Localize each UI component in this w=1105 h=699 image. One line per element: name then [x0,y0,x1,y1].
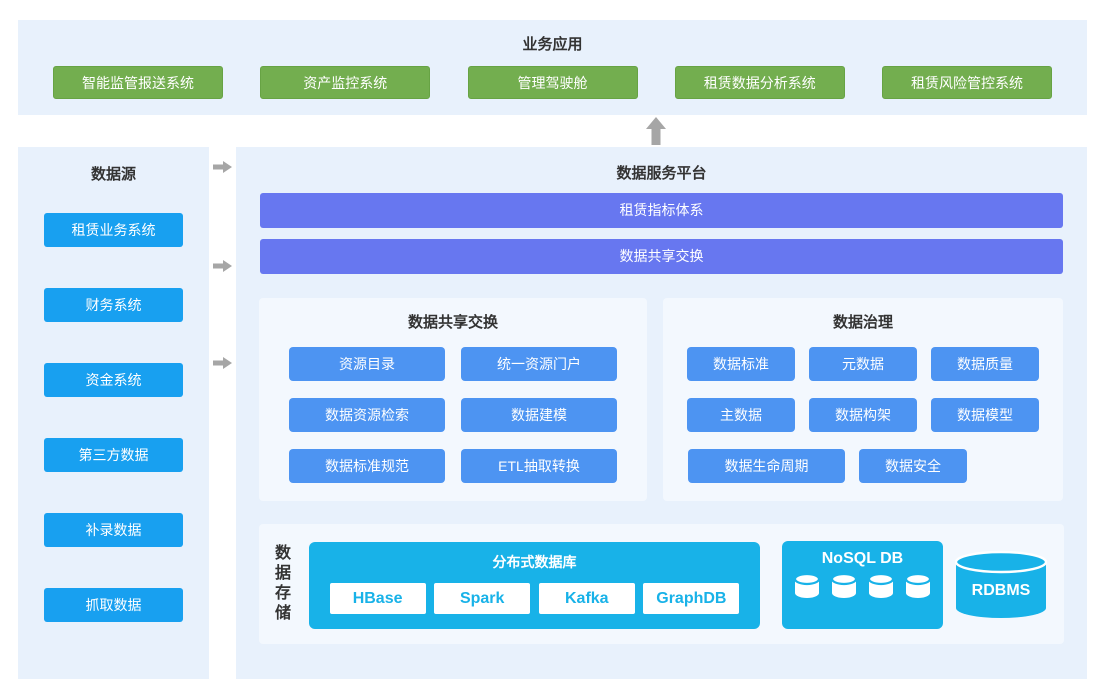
rdbms-label: RDBMS [972,582,1031,599]
governance-button-lifecycle: 数据生命周期 [688,449,845,483]
right-arrow-icon [213,161,232,173]
datasource-button-finance: 财务系统 [44,288,183,322]
sharing-button-data-modeling: 数据建模 [461,398,617,432]
governance-button-data-architecture: 数据构架 [809,398,917,432]
data-sources-title: 数据源 [90,166,136,183]
datasource-button-crawled: 抓取数据 [44,588,183,622]
nosql-db-box: NoSQL DB [782,541,943,629]
governance-panel: 数据治理 数据标准 元数据 数据质量 主数据 数据构架 数据模型 数据生命周期 … [663,298,1063,501]
governance-button-metadata: 元数据 [809,347,917,381]
governance-button-data-standard: 数据标准 [687,347,795,381]
db-item-spark: Spark [434,583,531,614]
app-button-regulatory-reporting: 智能监管报送系统 [53,66,223,99]
datasource-button-supplementary: 补录数据 [44,513,183,547]
indicator-system-bar: 租赁指标体系 [260,193,1063,228]
datasource-button-third-party: 第三方数据 [44,438,183,472]
datasource-button-leasing-business: 租赁业务系统 [44,213,183,247]
db-item-graphdb: GraphDB [643,583,740,614]
governance-button-data-model: 数据模型 [931,398,1039,432]
data-sources-list: 租赁业务系统 财务系统 资金系统 第三方数据 补录数据 抓取数据 [18,213,209,622]
business-apps-panel: 业务应用 智能监管报送系统 资产监控系统 管理驾驶舱 租赁数据分析系统 租赁风险… [18,20,1087,115]
datasource-button-treasury: 资金系统 [44,363,183,397]
rdbms-cylinder: RDBMS [955,550,1047,618]
database-cylinder-icon [793,572,821,598]
up-arrow-icon [646,117,666,145]
app-button-risk-control: 租赁风险管控系统 [882,66,1052,99]
governance-button-data-quality: 数据质量 [931,347,1039,381]
sharing-exchange-panel: 数据共享交换 资源目录 统一资源门户 数据资源检索 数据建模 数据标准规范 ET… [259,298,647,501]
storage-label: 数据存储 [275,545,292,622]
app-button-management-cockpit: 管理驾驶舱 [467,66,638,99]
governance-title: 数据治理 [832,314,893,331]
data-sources-panel: 数据源 租赁业务系统 财务系统 资金系统 第三方数据 补录数据 抓取数据 [18,147,209,679]
sharing-button-etl: ETL抽取转换 [461,449,617,483]
middle-panels-row: 数据共享交换 资源目录 统一资源门户 数据资源检索 数据建模 数据标准规范 ET… [259,298,1064,501]
right-arrow-icon [213,357,232,369]
db-item-kafka: Kafka [538,583,635,614]
database-cylinder-icon [904,572,932,598]
sharing-button-resource-catalog: 资源目录 [289,347,445,381]
database-cylinder-icon [830,572,858,598]
sharing-button-resource-search: 数据资源检索 [289,398,445,432]
storage-panel: 数据存储 分布式数据库 HBase Spark Kafka GraphDB No… [259,524,1064,644]
sharing-button-data-standards: 数据标准规范 [289,449,445,483]
business-apps-title: 业务应用 [522,36,583,53]
governance-button-master-data: 主数据 [687,398,795,432]
sharing-exchange-title: 数据共享交换 [407,314,498,331]
database-cylinder-icon [867,572,895,598]
app-button-leasing-analytics: 租赁数据分析系统 [674,66,845,99]
business-apps-row: 智能监管报送系统 资产监控系统 管理驾驶舱 租赁数据分析系统 租赁风险管控系统 [18,66,1087,99]
distributed-db-box: 分布式数据库 HBase Spark Kafka GraphDB [309,542,760,629]
nosql-db-title: NoSQL DB [821,550,904,567]
right-arrow-icon [213,260,232,272]
db-item-hbase: HBase [329,583,426,614]
platform-panel: 数据服务平台 租赁指标体系 数据共享交换 数据共享交换 资源目录 统一资源门户 … [236,147,1087,679]
platform-title: 数据服务平台 [616,165,707,182]
data-exchange-bar: 数据共享交换 [260,239,1063,274]
app-button-asset-monitoring: 资产监控系统 [260,66,431,99]
governance-button-data-security: 数据安全 [859,449,967,483]
distributed-db-title: 分布式数据库 [492,554,577,570]
sharing-button-unified-portal: 统一资源门户 [461,347,617,381]
